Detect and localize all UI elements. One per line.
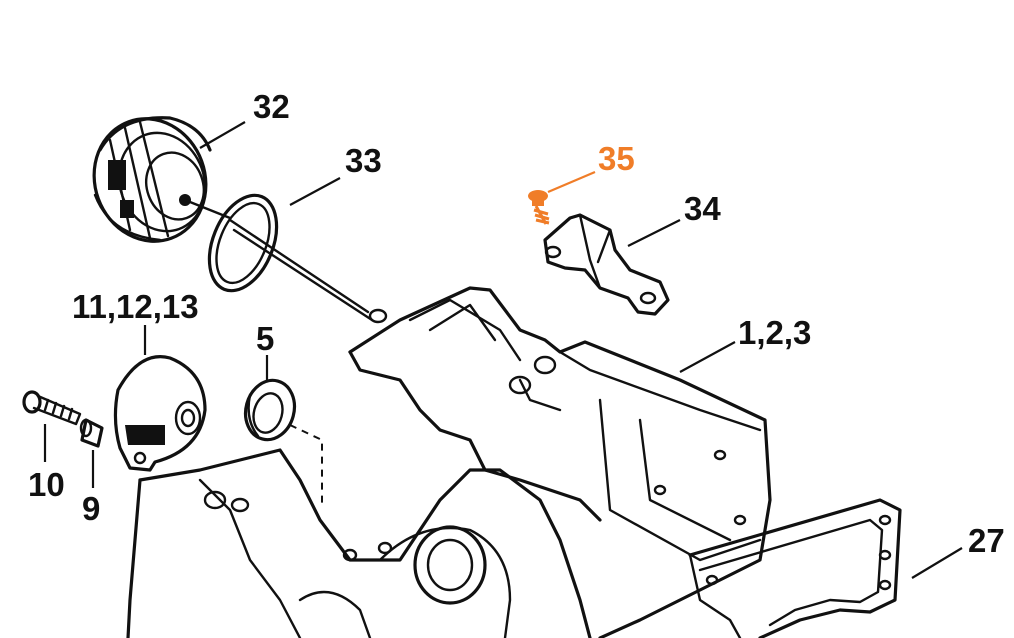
part-32-clutch-assembly — [92, 116, 232, 243]
leader-27 — [911, 547, 963, 579]
part-10-bolt — [22, 390, 82, 426]
callout-5: 5 — [256, 320, 274, 357]
leader-34 — [627, 219, 681, 247]
part-35-screw — [528, 190, 550, 225]
leader-35 — [547, 170, 596, 194]
part-1-2-3-crankcase — [126, 286, 772, 638]
callout-33: 33 — [345, 142, 382, 179]
callout-27: 27 — [968, 522, 1005, 559]
part-9-sleeve — [79, 418, 104, 448]
callout-34: 34 — [684, 190, 721, 227]
callout-35: 35 — [598, 140, 635, 177]
leader-33 — [289, 177, 341, 206]
callout-11-12-13: 11,12,13 — [72, 288, 199, 325]
callout-10: 10 — [28, 466, 65, 503]
callout-1-2-3: 1,2,3 — [738, 314, 811, 351]
part-5-seal-ring — [243, 378, 297, 442]
part-33-o-ring-stud — [207, 193, 388, 324]
leader-1-2-3 — [679, 341, 736, 373]
callout-32: 32 — [253, 88, 290, 125]
part-11-12-13-cover — [113, 355, 207, 472]
part-34-bracket — [543, 213, 670, 316]
part-27-gasket — [688, 498, 902, 638]
callout-9: 9 — [82, 490, 100, 527]
leader-32 — [199, 121, 246, 149]
